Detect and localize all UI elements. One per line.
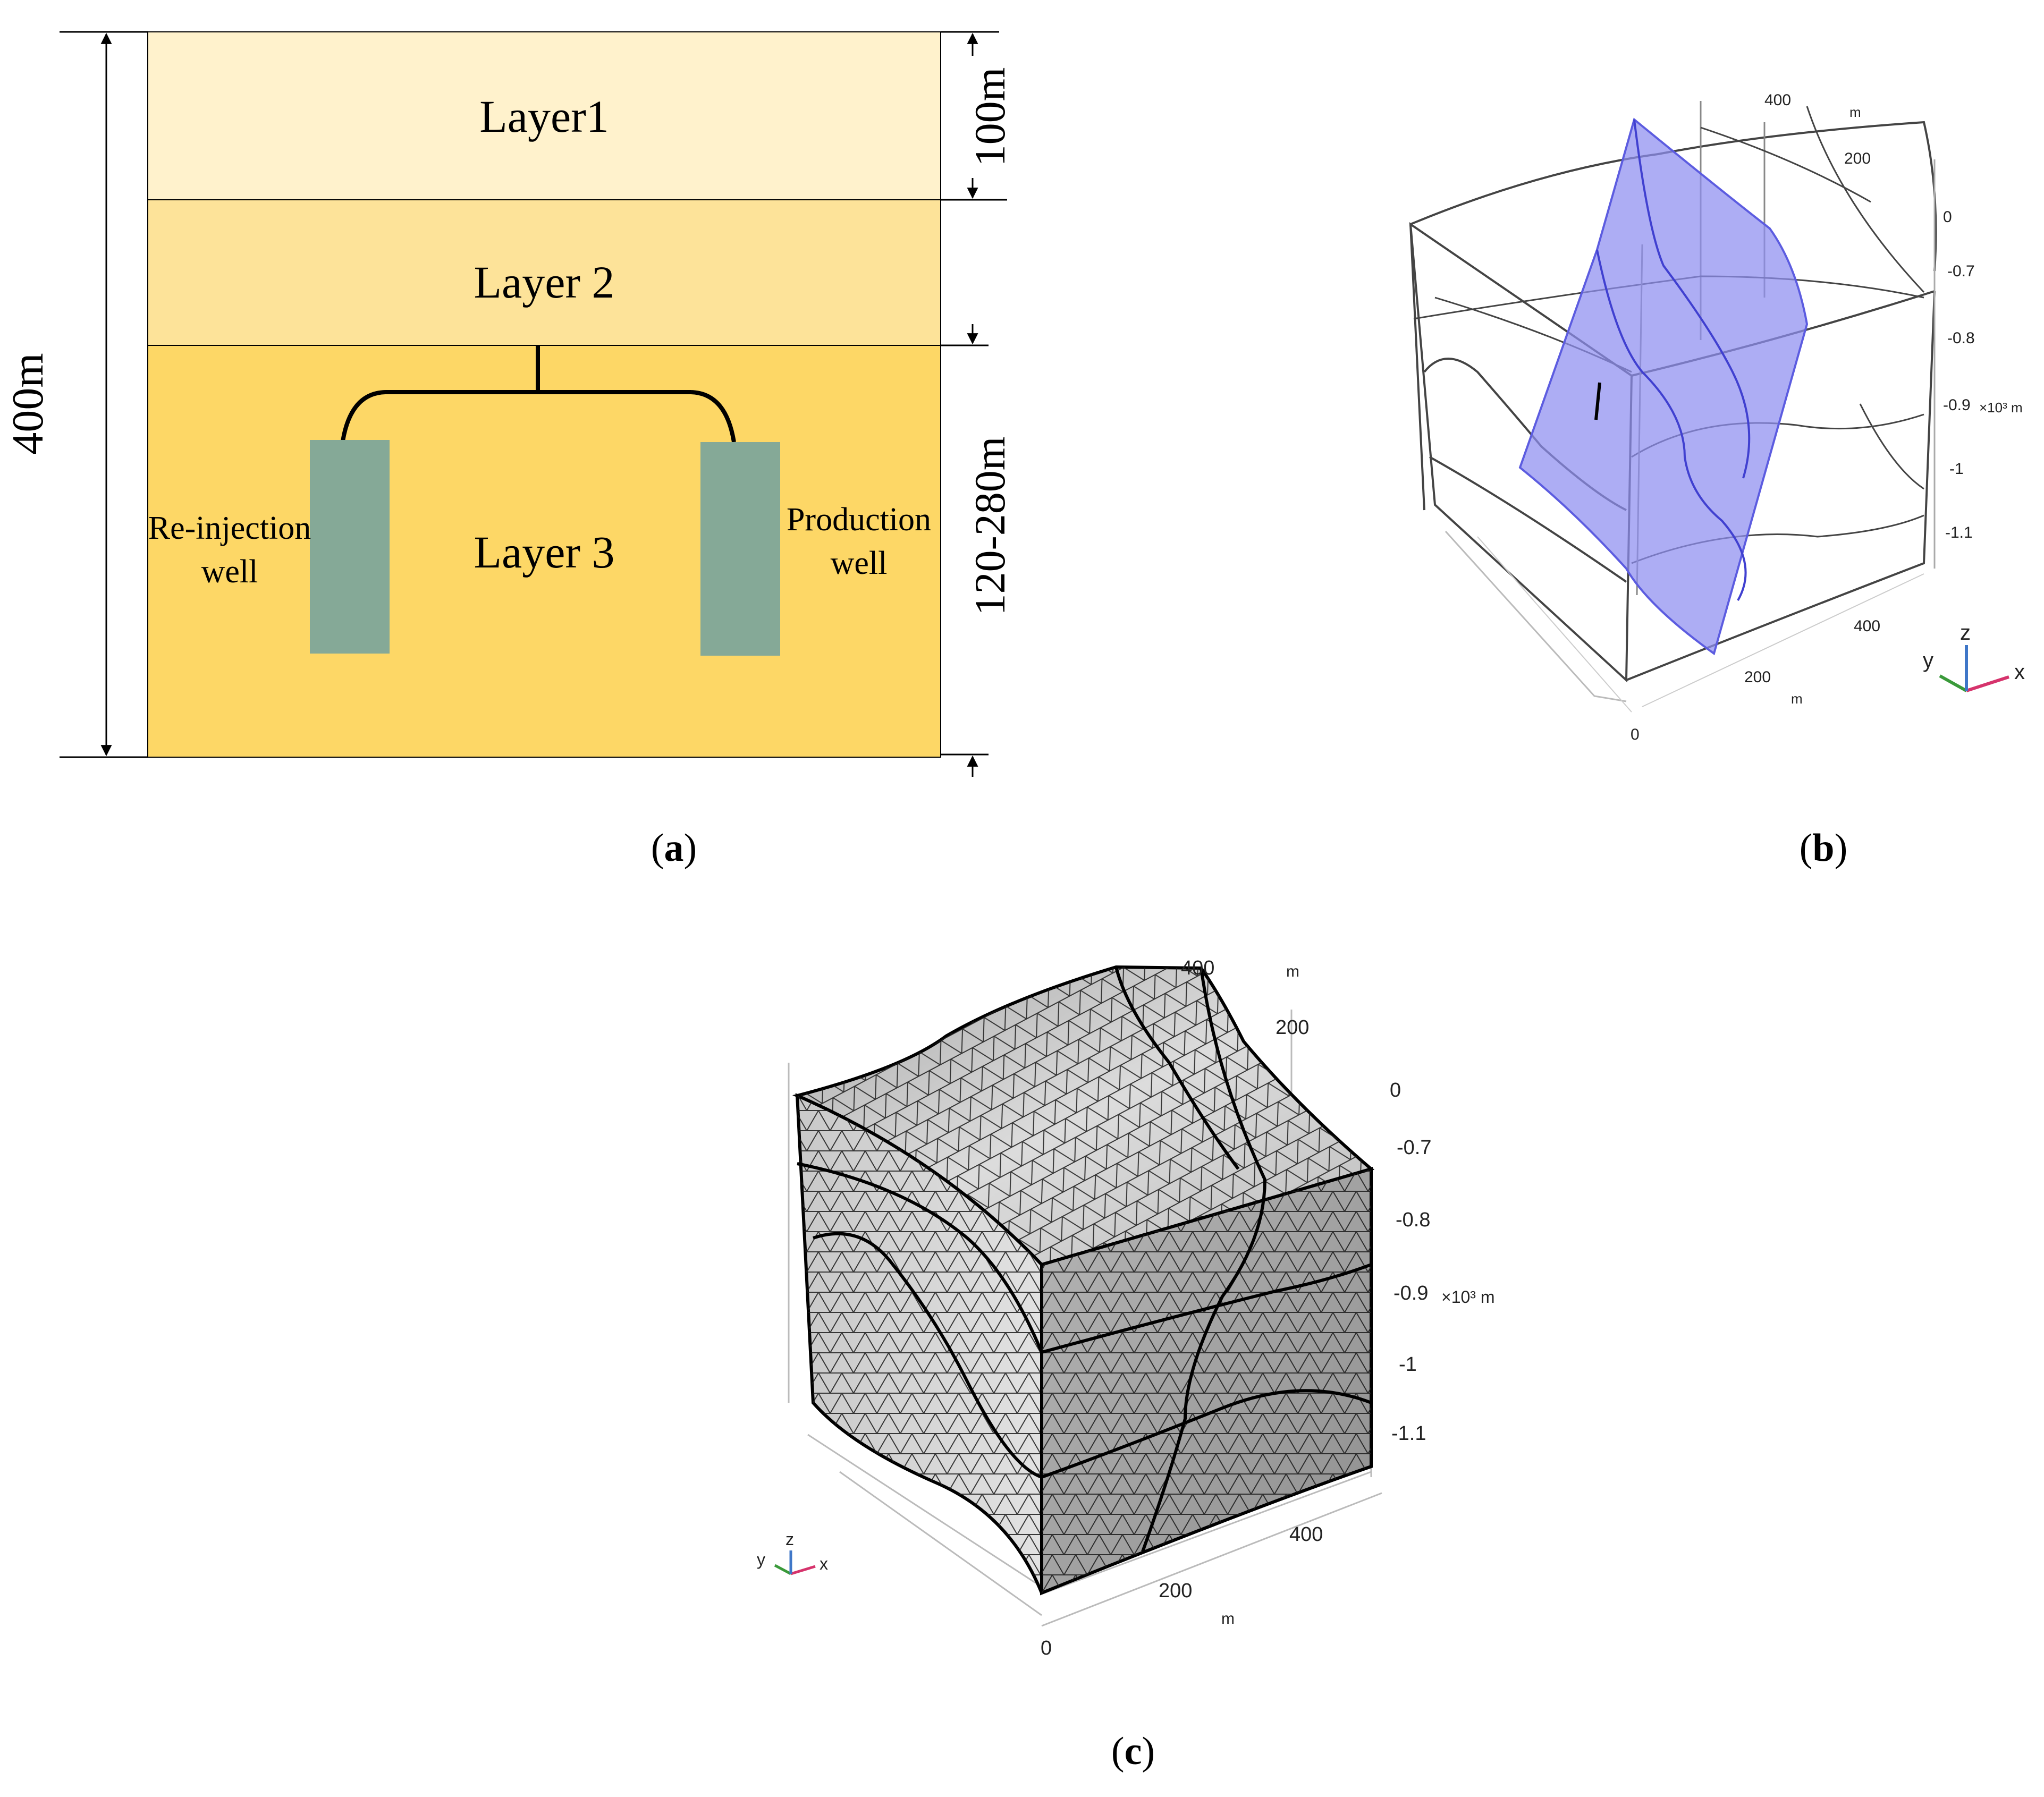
- panel-b: 400 m 200 0 -0.7 -0.8 -0.9 ×10³ m -1 -1.…: [1409, 91, 2025, 870]
- b-triad-y-label: y: [1923, 649, 1933, 672]
- reinjection-well: [310, 440, 390, 654]
- panel-b-caption: (b): [1800, 826, 1847, 870]
- b-z-tick-0: 0: [1943, 208, 1952, 226]
- c-z-tick-09: -0.9: [1393, 1282, 1428, 1304]
- reinjection-label-line1: Re-injection: [148, 510, 311, 546]
- b-axis-triad: x y z: [1923, 621, 2025, 692]
- c-x-tick-400: 400: [1289, 1523, 1323, 1546]
- b-triad-x-arrow: [1966, 675, 2009, 692]
- panel-c-caption: (c): [1111, 1730, 1155, 1773]
- top-thickness-label: 100m: [966, 67, 1014, 167]
- production-well: [700, 442, 780, 656]
- fault-plane: [1518, 117, 1809, 656]
- b-z-tick-11: -1.1: [1945, 524, 1973, 541]
- fault-trace-line-1: [1633, 119, 1751, 479]
- c-x-unit: m: [1221, 1610, 1235, 1628]
- c-z-unit: ×10³ m: [1441, 1287, 1494, 1307]
- b-x-unit: m: [1791, 691, 1803, 707]
- total-depth-label: 400m: [3, 353, 53, 454]
- c-y-tick-400: 400: [1181, 957, 1214, 979]
- b-z-tick-09: -0.9: [1943, 396, 1971, 414]
- c-z-tick-08: -0.8: [1396, 1209, 1430, 1231]
- c-z-tick-0: 0: [1390, 1079, 1401, 1101]
- c-triad-x-arrow: [790, 1565, 816, 1575]
- c-z-tick-11: -1.1: [1391, 1422, 1426, 1445]
- b-z-tick-1: -1: [1949, 460, 1964, 478]
- b-x-tick-400: 400: [1854, 617, 1880, 635]
- c-triad-x-label: x: [820, 1554, 828, 1573]
- b-y-unit: m: [1849, 104, 1861, 120]
- layer3-band: [147, 345, 941, 758]
- b-x-tick-200: 200: [1744, 668, 1771, 686]
- layer1-band: [147, 31, 941, 200]
- b-triad-y-arrow: [1939, 674, 1967, 692]
- c-z-tick-1: -1: [1399, 1353, 1417, 1376]
- c-y-tick-200: 200: [1276, 1016, 1309, 1039]
- production-label-line2: well: [831, 545, 888, 581]
- mesh-boundaries: [797, 967, 1372, 1553]
- production-label-line1: Production: [787, 502, 931, 538]
- c-triad-y-label: y: [757, 1550, 765, 1569]
- panel-c: 400 m 200 0 -0.7 -0.8 -0.9 ×10³ m -1 -1.…: [757, 957, 1494, 1773]
- b-x-tick-0: 0: [1631, 726, 1640, 743]
- panel-a-caption: (a): [651, 826, 697, 870]
- panel-a: Layer1 Layer 2 Layer 3 Re-injection well…: [3, 31, 1014, 870]
- c-axis-triad: x y z: [757, 1530, 828, 1575]
- bottom-thickness-label: 120-280m: [966, 436, 1014, 615]
- c-y-unit: m: [1286, 963, 1299, 980]
- b-triad-z-label: z: [1960, 621, 1971, 645]
- c-x-tick-200: 200: [1159, 1580, 1192, 1602]
- reinjection-label-line2: well: [201, 554, 258, 590]
- b-z-unit: ×10³ m: [1979, 400, 2023, 416]
- c-triad-y-arrow: [774, 1564, 792, 1575]
- c-x-tick-0: 0: [1041, 1637, 1052, 1659]
- b-z-tick-07: -0.7: [1947, 262, 1975, 280]
- layer1-label: Layer1: [479, 91, 609, 142]
- well-pipe: [341, 345, 736, 443]
- layer3-label: Layer 3: [474, 527, 614, 578]
- fault-trace-line-2: [1596, 249, 1747, 601]
- well-marker: [1594, 382, 1601, 420]
- b-y-tick-200: 200: [1844, 150, 1871, 167]
- c-z-tick-07: -0.7: [1397, 1137, 1431, 1159]
- b-triad-x-label: x: [2014, 660, 2025, 684]
- layer2-label: Layer 2: [474, 257, 614, 308]
- c-triad-z-label: z: [785, 1530, 794, 1549]
- b-z-tick-08: -0.8: [1947, 329, 1975, 347]
- b-y-tick-400: 400: [1764, 91, 1791, 109]
- layer2-band: [147, 199, 941, 346]
